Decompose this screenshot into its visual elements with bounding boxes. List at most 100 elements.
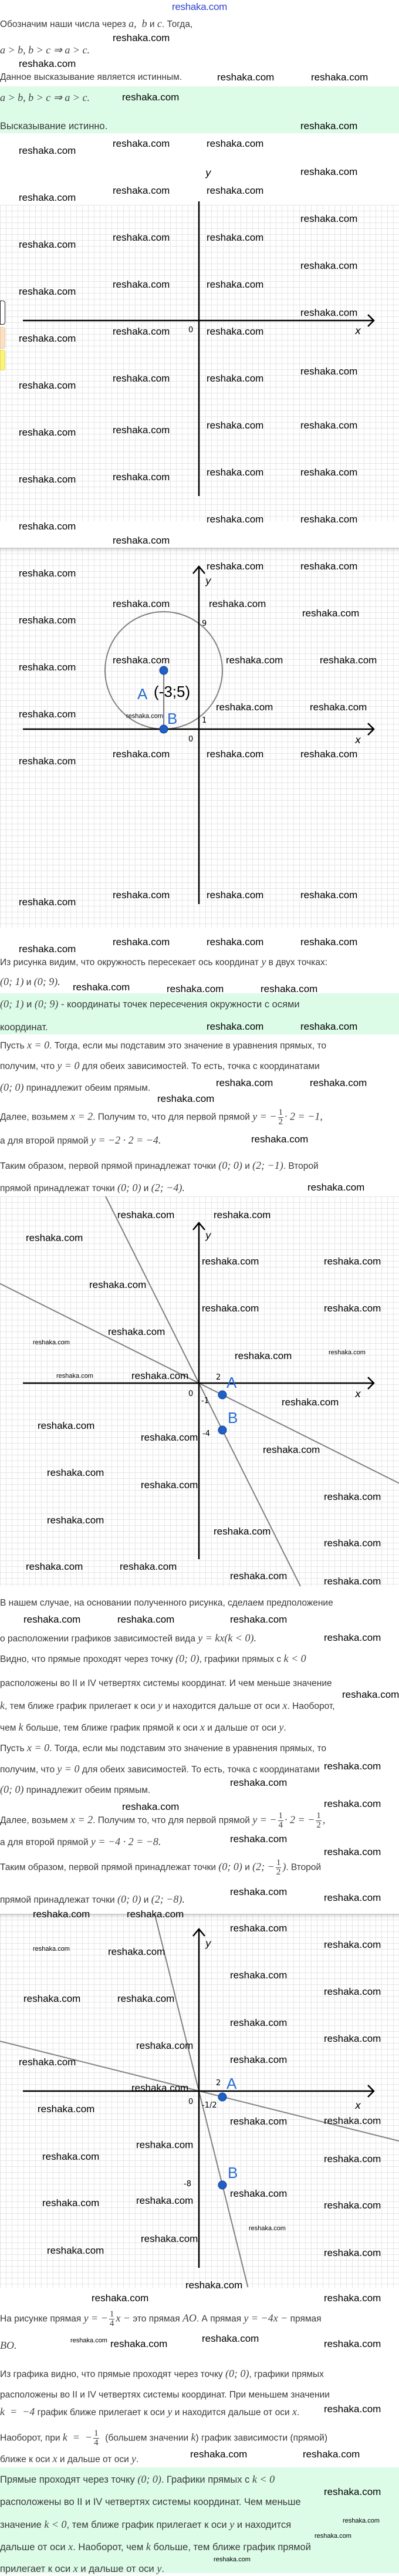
x-axis-label: x: [354, 2100, 361, 2112]
watermark-text: reshaka.com: [230, 1970, 288, 1981]
side-widget-white[interactable]: [0, 301, 5, 325]
y-axis-label: y: [205, 167, 212, 179]
watermark-text: reshaka.com: [42, 2151, 100, 2162]
watermark-text: reshaka.com: [300, 936, 358, 948]
point-a-label: A: [226, 2075, 237, 2092]
point-b-label: B: [228, 1409, 238, 1427]
watermark-text: reshaka.com: [261, 983, 318, 994]
watermark-text: reshaka.com: [216, 1077, 273, 1088]
math-expression: AO: [182, 2312, 197, 2324]
math-expression: k < 0: [283, 1653, 306, 1664]
watermark-text: reshaka.com: [110, 2338, 168, 2349]
text-line: Пусть x = 0. Тогда, если мы подставим эт…: [0, 1038, 326, 1052]
watermark-text: reshaka.com: [324, 2338, 381, 2349]
watermark-text: reshaka.com: [89, 1279, 147, 1290]
watermark-text: reshaka.com: [113, 138, 170, 149]
x-tick-2: 2: [216, 2079, 221, 2088]
text-line: а для второй прямой y = −4 · 2 = −8.: [0, 1835, 161, 1849]
watermark-text: reshaka.com: [300, 213, 358, 224]
text-line: получим, что y = 0 для обеих зависимосте…: [0, 1058, 320, 1073]
watermark-text: reshaka.com: [122, 1801, 180, 1812]
watermark-text: reshaka.com: [230, 1886, 288, 1897]
math-expression: k = −: [62, 2431, 93, 2443]
watermark-text: reshaka.com: [324, 2115, 381, 2126]
text-segment: . Графики прямых с: [161, 2474, 252, 2485]
watermark-text: reshaka.com: [230, 2188, 288, 2199]
y-axis-label: y: [205, 1230, 212, 1242]
watermark-text: reshaka.com: [113, 748, 170, 760]
watermark-text: reshaka.com: [315, 2533, 351, 2540]
text-segment: и: [23, 999, 35, 1010]
watermark-text: reshaka.com: [167, 983, 224, 994]
math-expression: · 2 = −1,: [285, 1110, 323, 1122]
watermark-text: reshaka.com: [300, 1021, 358, 1032]
math-expression: x: [200, 1721, 205, 1733]
point-b: [159, 724, 168, 734]
math-expression: x: [292, 2406, 297, 2417]
watermark-text: reshaka.com: [300, 514, 358, 525]
y-axis-label: y: [205, 1938, 212, 1950]
watermark-text: reshaka.com: [311, 72, 368, 83]
math-expression: (0; 0): [117, 1893, 141, 1905]
text-line: прямой принадлежат точки (0; 0) и (2; −8…: [0, 1892, 185, 1906]
text-segment: ) график зависимости (прямой): [195, 2433, 327, 2443]
math-expression: y = −4x −: [244, 2312, 288, 2324]
point-b: [218, 2180, 227, 2190]
watermark-text: reshaka.com: [38, 1420, 95, 1431]
math-expression: (2; −1): [252, 1159, 283, 1171]
text-line: (0; 1) и (0; 9).: [0, 975, 60, 989]
text-line: Таким образом, первой прямой принадлежат…: [0, 1158, 319, 1172]
watermark-text: reshaka.com: [19, 896, 76, 908]
site-logo[interactable]: reshaka.com: [171, 1, 228, 12]
text-line: прилегает к оси x и дальше от оси y.: [0, 2561, 164, 2575]
text-line: значение k < 0, тем ближе график прилега…: [0, 2517, 291, 2531]
text-line: прямой принадлежат точки (0; 0) и (2; −4…: [0, 1181, 185, 1195]
y-arrow-icon: [192, 565, 205, 574]
watermark-text: reshaka.com: [300, 366, 358, 377]
watermark-text: reshaka.com: [42, 2197, 100, 2209]
point-b-label: B: [228, 2164, 238, 2181]
y-arrow-icon: [192, 1222, 205, 1230]
watermark-text: reshaka.com: [141, 2233, 198, 2244]
text-segment: . Наоборот,: [287, 1701, 335, 1711]
math-expression: y = −2 · 2 = −4.: [90, 1134, 161, 1146]
math-expression: k = −4: [0, 2406, 35, 2417]
math-expression: k < 0: [252, 2473, 275, 2485]
side-widget-peach[interactable]: [0, 327, 5, 349]
text-line: k, тем ближе график прилегает к оси y и …: [0, 1698, 335, 1712]
watermark-text: reshaka.com: [19, 709, 76, 720]
text-line: k = −4 график ближе прилегает к оси y и …: [0, 2405, 299, 2419]
fraction-numerator: 1: [316, 1811, 322, 1821]
point-b-label: B: [167, 710, 177, 727]
math-expression: (0; 1): [0, 998, 24, 1010]
text-segment: , графики прямых с: [199, 1654, 284, 1664]
watermark-text: reshaka.com: [127, 1909, 184, 1920]
watermark-text: reshaka.com: [33, 1946, 70, 1953]
watermark-text: reshaka.com: [38, 2103, 95, 2115]
math-expression: x: [73, 2562, 78, 2574]
watermark-text: reshaka.com: [157, 1093, 215, 1104]
text-line: Из графика видно, что прямые проходят че…: [0, 2366, 324, 2381]
watermark-text: reshaka.com: [324, 1761, 381, 1772]
answer-box-2: [0, 993, 399, 1034]
watermark-text: reshaka.com: [131, 2082, 189, 2093]
watermark-text: reshaka.com: [230, 2054, 288, 2065]
watermark-text: reshaka.com: [23, 1993, 81, 2004]
watermark-text: reshaka.com: [310, 702, 367, 713]
figure-lines-1: 2 A -1 B -4 y 0 x: [0, 1196, 399, 1587]
text-segment: Из рисунка видим, что окружность пересек…: [0, 957, 262, 967]
text-line: расположены во II и IV четвертях системы…: [0, 2495, 301, 2509]
watermark-text: reshaka.com: [19, 286, 76, 297]
watermark-text: reshaka.com: [214, 1209, 271, 1220]
text-segment: координат.: [0, 1022, 48, 1033]
watermark-text: reshaka.com: [324, 2033, 381, 2044]
math-expression: (2; −8).: [151, 1893, 185, 1905]
text-segment: (большем значении: [100, 2433, 191, 2443]
side-widget-yellow[interactable]: [0, 350, 5, 370]
watermark-text: reshaka.com: [19, 58, 76, 69]
watermark-text: reshaka.com: [141, 1479, 198, 1491]
y-axis-label: y: [205, 575, 212, 587]
text-line: a > b, b > c ⇒ a > c.: [0, 90, 90, 104]
math-expression: y: [229, 2518, 235, 2530]
